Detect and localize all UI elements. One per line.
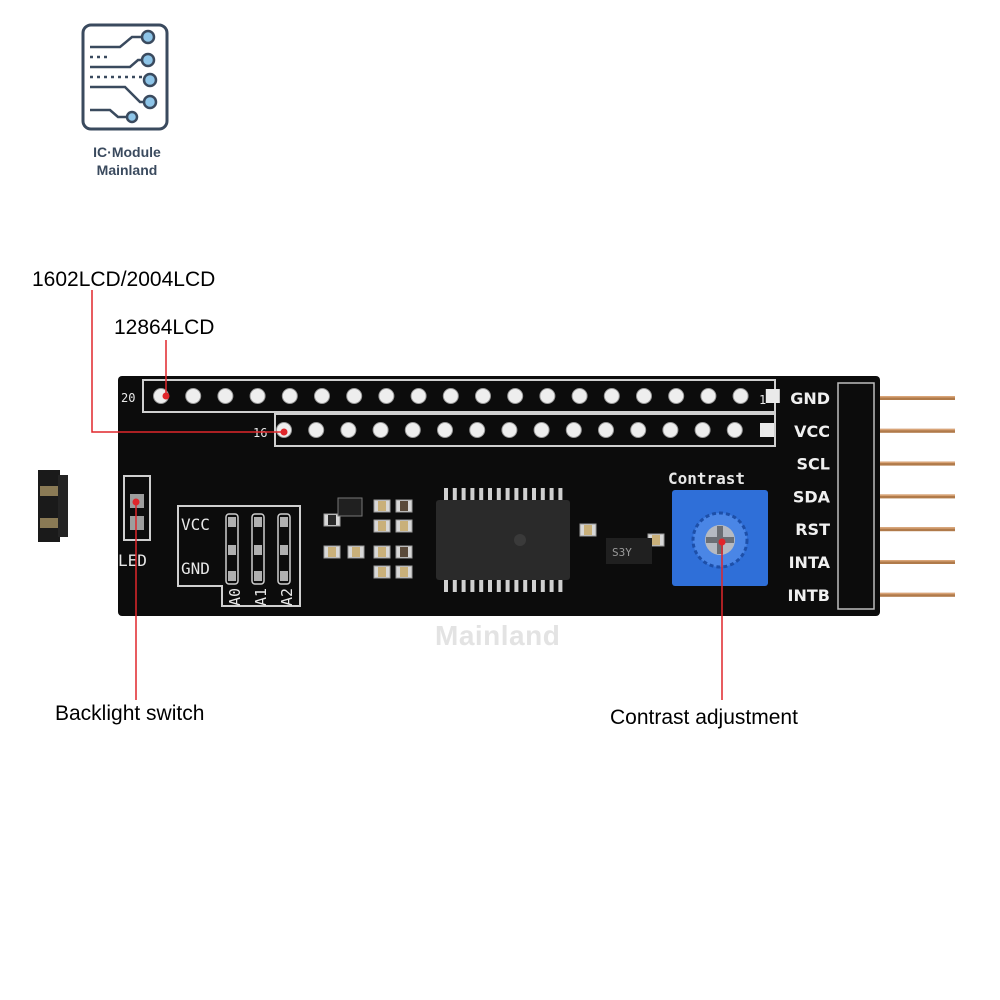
pad [603,388,620,404]
pad [668,388,685,404]
transistor: S3Y [606,538,652,564]
callout-12864-lcd: 12864LCD [114,316,215,339]
row2-left-number: 16 [253,426,267,440]
pad [732,388,749,404]
row2-outline [274,413,776,447]
pad [372,422,389,438]
io-expander-chip [436,488,570,592]
pad [404,422,421,438]
pad [475,388,491,404]
pin-label-inta: INTA [789,553,831,572]
pin-label-sda: SDA [793,487,831,506]
pad [726,422,743,438]
pad [437,422,453,438]
callout-lines [91,290,723,700]
logo-line-2: Mainland [96,162,158,178]
pad [662,422,679,438]
callout-contrast-adjustment: Contrast adjustment [610,706,798,729]
pad-square [765,389,780,403]
contrast-potentiometer [672,490,768,586]
contrast-silk-label: Contrast [668,469,745,488]
gnd-silk-label: GND [181,559,210,578]
pad [378,388,395,404]
pad [249,388,266,404]
addr-label-a1: A1 [252,588,270,606]
pin-label-vcc: VCC [794,422,830,441]
watermark-text: Mainland [435,620,561,651]
callout-dots [132,392,726,546]
lcd-pads [153,388,780,438]
pad-square [760,423,774,437]
pin-label-scl: SCL [797,455,830,474]
pad [469,422,486,438]
pad [571,388,588,404]
pad [539,388,556,404]
pin-label-rst: RST [795,520,830,539]
pad [314,388,330,404]
pad [281,388,298,404]
pin-label-intb: INTB [788,586,830,605]
led-silk-label: LED [118,551,147,570]
callout-backlight-switch: Backlight switch [55,702,205,725]
addr-label-a2: A2 [278,588,296,606]
pad [533,422,550,438]
pad [346,388,363,404]
callout-1602-2004-lcd: 1602LCD/2004LCD [32,268,216,291]
pad [700,388,717,404]
row1-right-number: 1 [759,393,766,407]
vcc-silk-label: VCC [181,515,210,534]
row1-left-number: 20 [121,391,135,405]
circuit-logo-icon [81,23,169,131]
pin-label-gnd: GND [790,389,830,408]
pin-label-group: GND VCC SCL SDA RST INTA INTB [788,389,831,605]
pad [217,388,234,404]
pad [507,388,524,404]
address-jumpers: VCC GND A0 A1 A2 [177,505,301,607]
row2-right-number: 1 [759,426,766,440]
pad [636,388,652,404]
addr-label-a0: A0 [226,588,244,606]
pad [565,422,582,438]
pad [442,388,459,404]
pad [630,422,647,438]
logo-line-1: IC·Module [93,144,161,160]
pad [501,422,518,438]
pad [694,422,711,438]
pad [410,388,427,404]
transistor-marking: S3Y [612,546,632,559]
pad [185,388,202,404]
pad [308,422,325,438]
pad [340,422,357,438]
pad [598,422,614,438]
